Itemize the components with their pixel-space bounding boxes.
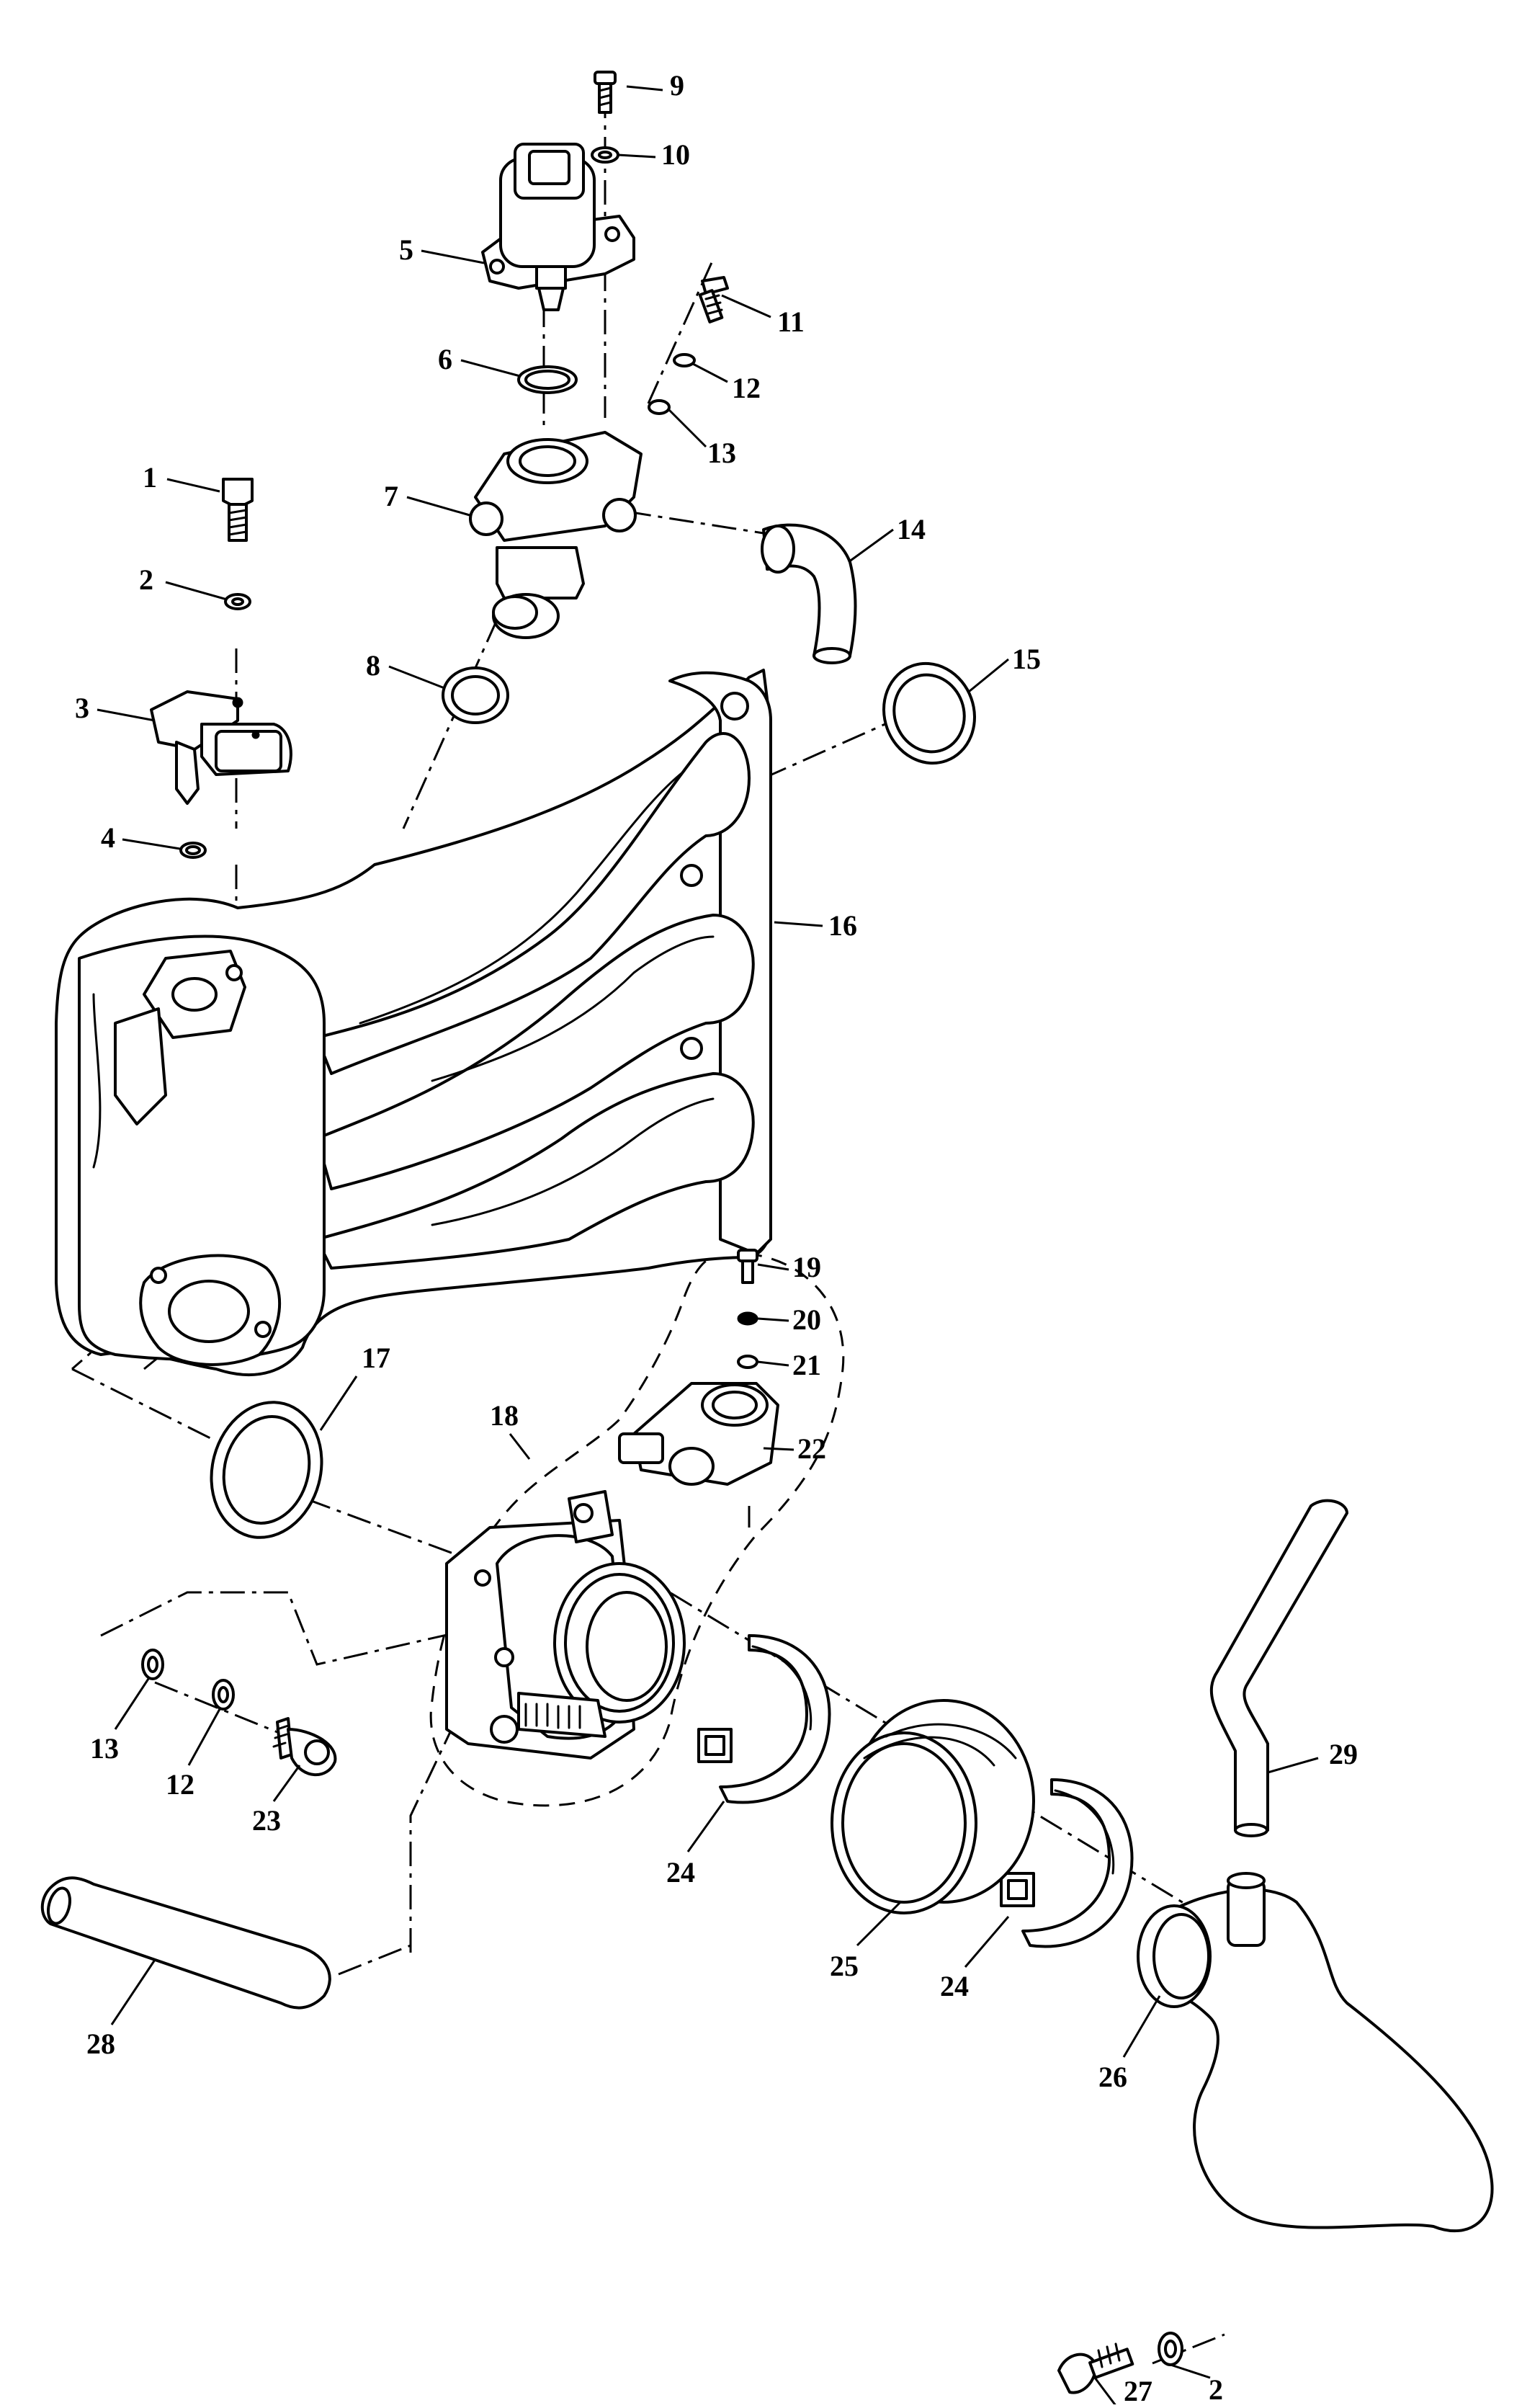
- callout-29: 29: [1329, 1738, 1358, 1770]
- coupler-part: [831, 1699, 1035, 1914]
- leader-lines: [97, 85, 1319, 2407]
- callout-11: 11: [777, 306, 805, 338]
- callout-17: 17: [362, 1342, 390, 1374]
- throttle-body-part: [445, 1490, 686, 1760]
- throttle-position-sensor-part: [618, 1382, 779, 1486]
- callout-1: 1: [143, 461, 157, 494]
- callout-23: 23: [252, 1804, 281, 1837]
- callout-24-right: 24: [940, 1970, 969, 2002]
- gasket-ring-part: [210, 1401, 323, 1539]
- callout-15: 15: [1012, 643, 1041, 675]
- callout-13: 13: [707, 437, 736, 469]
- washer-part: [737, 1311, 758, 1326]
- callout-4: 4: [101, 821, 115, 854]
- callout-16: 16: [828, 909, 857, 942]
- hose-clamp-part: [1000, 1778, 1134, 1948]
- intake-duct-part: [1137, 1872, 1494, 2233]
- iac-housing-part: [469, 431, 643, 639]
- callout-28: 28: [86, 2028, 115, 2060]
- pressure-sensor-part: [150, 690, 292, 805]
- screw-part: [698, 276, 729, 324]
- hose-part: [1209, 1499, 1348, 1832]
- callout-20: 20: [792, 1303, 821, 1336]
- washer-part: [648, 399, 671, 415]
- hose-part: [40, 1876, 331, 2010]
- callout-7: 7: [384, 480, 398, 512]
- bolt-part: [1057, 2342, 1134, 2394]
- idle-air-control-valve-part: [481, 143, 635, 311]
- screw-part: [594, 71, 617, 114]
- callout-3: 3: [75, 692, 89, 724]
- callout-19: 19: [792, 1251, 821, 1283]
- callout-21: 21: [792, 1349, 821, 1381]
- gasket-ring-part: [882, 661, 976, 765]
- intake-manifold-part: [55, 669, 772, 1376]
- callout-24-left: 24: [666, 1856, 695, 1889]
- callout-22: 22: [797, 1432, 826, 1465]
- washer-part: [737, 1355, 758, 1369]
- callout-26: 26: [1098, 2061, 1127, 2093]
- callout-10: 10: [661, 138, 690, 171]
- washer-part: [673, 353, 696, 367]
- screw-part: [737, 1249, 758, 1284]
- callout-27: 27: [1124, 2375, 1152, 2404]
- callout-9: 9: [670, 69, 684, 102]
- screw-part: [272, 1717, 337, 1777]
- hose-elbow-part: [761, 523, 857, 664]
- callout-18: 18: [490, 1399, 519, 1432]
- hose-clamp-part: [697, 1634, 831, 1804]
- callout-5: 5: [399, 233, 413, 266]
- callout-labels: 1 2 3 4 5 6 7 8 9 10 11 12 13 14 15 16 1…: [75, 69, 1358, 2407]
- callout-25: 25: [830, 1950, 859, 1982]
- callout-13-lower: 13: [90, 1732, 119, 1765]
- bolt-part: [222, 478, 254, 542]
- callout-2: 2: [139, 563, 153, 596]
- callout-12: 12: [732, 372, 761, 404]
- callout-8: 8: [366, 649, 380, 682]
- callout-12-lower: 12: [166, 1768, 194, 1801]
- callout-2-lower: 2: [1209, 2373, 1223, 2404]
- callout-14: 14: [897, 513, 926, 545]
- callout-6: 6: [438, 343, 452, 375]
